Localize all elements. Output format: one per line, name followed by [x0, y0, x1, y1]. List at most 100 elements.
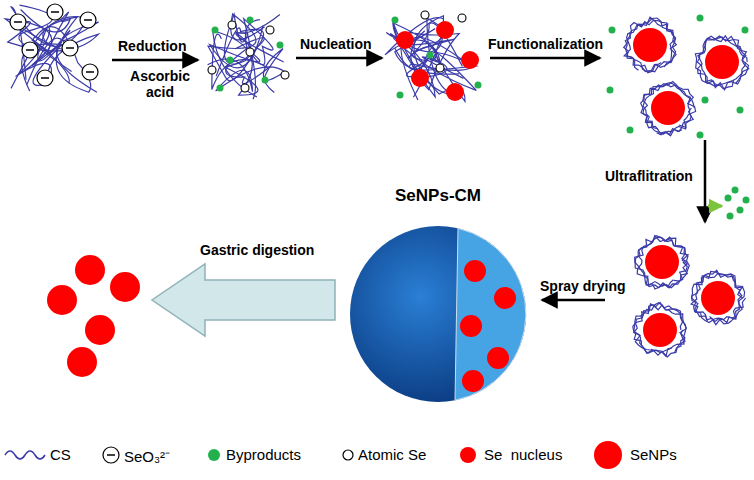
- chitosan-coat: [624, 18, 676, 73]
- nanoparticle: [701, 281, 735, 315]
- atomic-se: [421, 11, 429, 19]
- microsphere-shape: [343, 186, 533, 404]
- step-label: Gastric digestion: [200, 242, 314, 258]
- chitosan-coat: [695, 36, 748, 89]
- se-nucleus: [436, 21, 454, 39]
- nanoparticle: [645, 245, 679, 279]
- block-arrow: [152, 264, 335, 336]
- byproduct: [475, 82, 482, 89]
- nanoparticle: [651, 91, 685, 125]
- step-label: Spray drying: [540, 278, 626, 294]
- legend-swatch: [208, 449, 220, 461]
- chitosan-coat: [635, 236, 689, 288]
- chitosan-coat: [633, 303, 687, 357]
- byproduct: [262, 77, 269, 84]
- minus-sign: [41, 77, 49, 79]
- minus-sign: [86, 71, 94, 73]
- chitosan-coat: [692, 273, 746, 322]
- byproduct: [727, 213, 734, 220]
- nanoparticle: [643, 313, 677, 347]
- chitosan-coat: [635, 237, 688, 288]
- se-nucleus: [446, 83, 464, 101]
- byproduct: [247, 17, 254, 24]
- nanoparticle: [633, 28, 667, 62]
- atomic-se: [281, 71, 289, 79]
- selenite-ion: [80, 12, 96, 28]
- byproduct: [212, 27, 219, 34]
- cut-section: [455, 228, 526, 400]
- microsphere: SeNPs-CM: [343, 186, 533, 404]
- nanoparticle: [464, 260, 486, 282]
- chitosan-coat: [634, 305, 686, 357]
- step-label: Functionalization: [488, 36, 603, 52]
- atom-symbol: [343, 450, 353, 460]
- nanoparticle: [487, 347, 509, 369]
- atomic-se: [246, 48, 254, 56]
- atomic-se: [436, 64, 444, 72]
- step-label: Ultraflitration: [605, 168, 693, 184]
- selenite-ion: [47, 4, 63, 20]
- legend-text: SeNPs: [630, 446, 677, 463]
- byproduct: [427, 52, 434, 59]
- legend-swatch: [460, 447, 476, 463]
- nanoparticles: [47, 255, 140, 377]
- legend-text: Se nucleus: [484, 446, 562, 463]
- selenite-ion: [22, 42, 38, 58]
- strand-symbol: [5, 451, 45, 459]
- arrow: [708, 205, 722, 208]
- minus-sign: [84, 19, 92, 21]
- selenite-ion: [62, 40, 78, 56]
- legend-text: SeO₃²⁻: [124, 446, 170, 466]
- atomic-se: [266, 26, 274, 34]
- byproduct: [737, 107, 744, 114]
- legend-text: Atomic Se: [358, 446, 426, 463]
- chitosan-coat: [637, 236, 688, 289]
- byproduct: [392, 17, 399, 24]
- arrow: [296, 57, 382, 60]
- selenite-ion: [82, 64, 98, 80]
- chitosan-coat: [643, 83, 693, 136]
- chitosan-coat: [625, 17, 676, 72]
- atomic-se: [241, 84, 249, 92]
- byproduct: [743, 197, 750, 204]
- byproduct: [607, 87, 614, 94]
- se-nucleus: [461, 51, 479, 69]
- chitosan-strand: [208, 49, 285, 93]
- atomic-se: [208, 66, 216, 74]
- step-label: Ascorbic acid: [125, 68, 195, 100]
- byproduct: [725, 195, 732, 202]
- step-label: Nucleation: [300, 36, 372, 52]
- minus-sign: [14, 21, 22, 23]
- nanoparticle: [460, 315, 482, 337]
- nanoparticle: [705, 45, 739, 79]
- byproduct: [732, 187, 739, 194]
- arrow: [542, 299, 605, 302]
- byproduct: [227, 57, 234, 64]
- selenite-ion: [37, 70, 53, 86]
- chitosan-strand: [213, 15, 280, 97]
- byproduct: [217, 85, 224, 92]
- chitosan-coat: [691, 270, 745, 324]
- arrow: [112, 59, 198, 62]
- se-nucleus: [411, 69, 429, 87]
- byproduct: [397, 92, 404, 99]
- se-nucleus: [396, 31, 414, 49]
- byproduct: [737, 207, 744, 214]
- byproduct: [609, 27, 616, 34]
- nanoparticle: [494, 287, 516, 309]
- nanoparticle: [462, 370, 484, 392]
- minus-sign: [26, 49, 34, 51]
- node-heading: SeNPs-CM: [343, 186, 533, 206]
- sphere: [350, 226, 526, 402]
- arrow: [704, 140, 707, 222]
- byproduct: [697, 132, 704, 139]
- byproduct: [627, 127, 634, 134]
- arrow: [490, 57, 600, 60]
- selenite-ion: [10, 14, 26, 30]
- ion-symbol: [103, 447, 119, 463]
- atomic-se: [458, 14, 466, 22]
- byproduct: [277, 42, 284, 49]
- minus-sign: [66, 47, 74, 49]
- chitosan-coat: [698, 36, 749, 90]
